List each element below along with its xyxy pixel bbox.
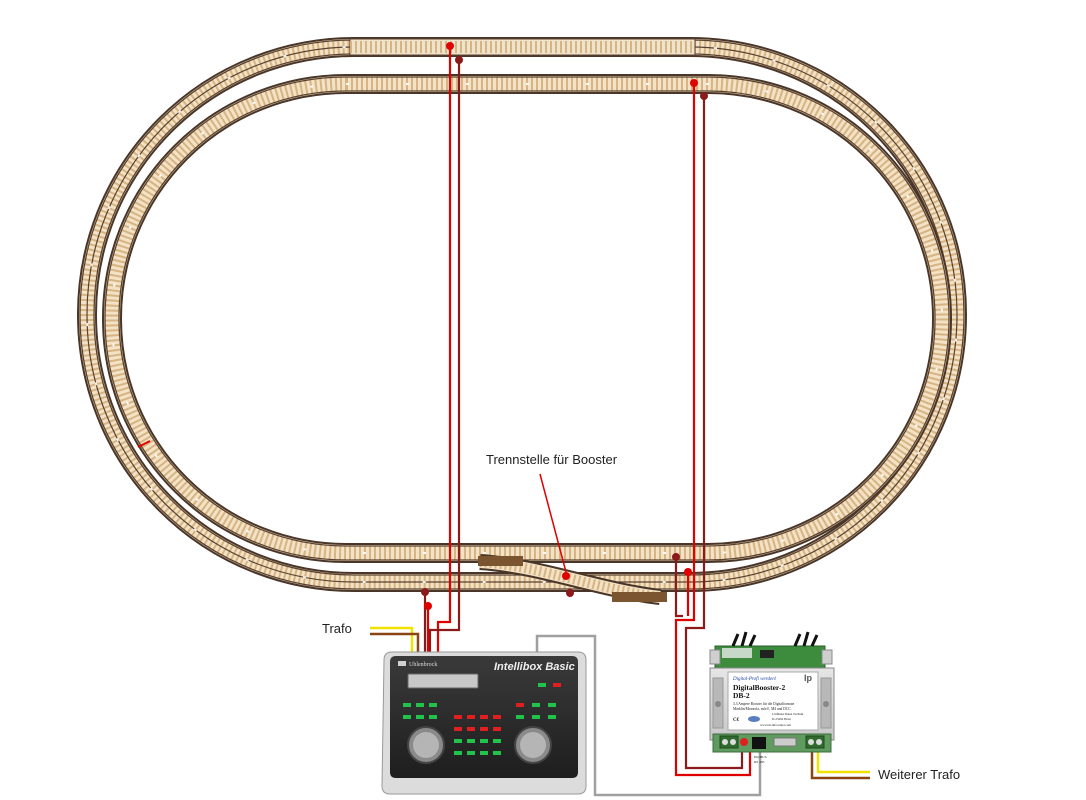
- feeder-wires: [370, 46, 870, 797]
- intellibox-keypad: [403, 703, 556, 755]
- booster-bus-socket: [752, 737, 766, 749]
- booster-tagline: Digital-Profi werden!: [732, 677, 777, 682]
- booster-desc-2: Märklin/Motorola, mfx®, M4 und DCC.: [733, 706, 792, 712]
- inner-track-loop: [102, 74, 952, 563]
- intellibox-brand: Uhlenbrock: [409, 662, 437, 668]
- separation-annotation: Trennstelle für Booster: [486, 452, 618, 573]
- booster-port-a: Ein/BUS: [754, 755, 767, 759]
- booster-pin-header: [773, 737, 797, 747]
- terminal-block-icon: [805, 735, 825, 749]
- crossover-switch: [478, 554, 667, 605]
- booster-name: DigitalBooster-2: [733, 683, 785, 692]
- rotary-knob-icon: [407, 726, 445, 764]
- separation-point-bottom: [566, 589, 574, 597]
- further-transformer-label: Weiterer Trafo: [878, 767, 960, 782]
- ldt-logo-icon: lp: [804, 673, 813, 683]
- digital-booster-db2: Digital-Profi werden! DigitalBooster-2 D…: [709, 631, 835, 764]
- separation-label: Trennstelle für Booster: [486, 452, 618, 467]
- terminal-block-icon: [719, 735, 739, 749]
- booster-url: www.ldt-infocenter.com: [760, 723, 791, 727]
- booster-code: DB-2: [733, 691, 750, 700]
- booster-status-led: [740, 738, 748, 746]
- booster-maker-1: Littfinski Daten Technik: [772, 712, 804, 716]
- booster-desc-1: 3,3 Ampere Booster für die Digitalformat…: [733, 702, 795, 707]
- rotary-knob-icon: [514, 726, 552, 764]
- heatsink-icon: [793, 631, 819, 647]
- track-layout: [77, 37, 967, 605]
- ce-mark-icon: C€: [733, 718, 740, 723]
- separation-point-top: [562, 572, 570, 580]
- intellibox-model: Intellibox Basic: [494, 661, 575, 673]
- transformer-label: Trafo: [322, 621, 352, 636]
- intellibox-central-station: Uhlenbrock Intellibox Basic: [381, 651, 587, 795]
- uhlenbrock-logo-icon: [398, 661, 406, 666]
- ldt-logo-icon: [748, 716, 760, 722]
- feeder-points: [421, 42, 708, 610]
- booster-port-b: RS 485: [754, 760, 765, 764]
- heatsink-icon: [731, 631, 757, 647]
- track-gap-marker: [137, 440, 151, 448]
- booster-label-plate: [727, 671, 819, 731]
- intellibox-display: [407, 673, 479, 689]
- booster-maker-2: D-25492 Heist: [772, 717, 791, 721]
